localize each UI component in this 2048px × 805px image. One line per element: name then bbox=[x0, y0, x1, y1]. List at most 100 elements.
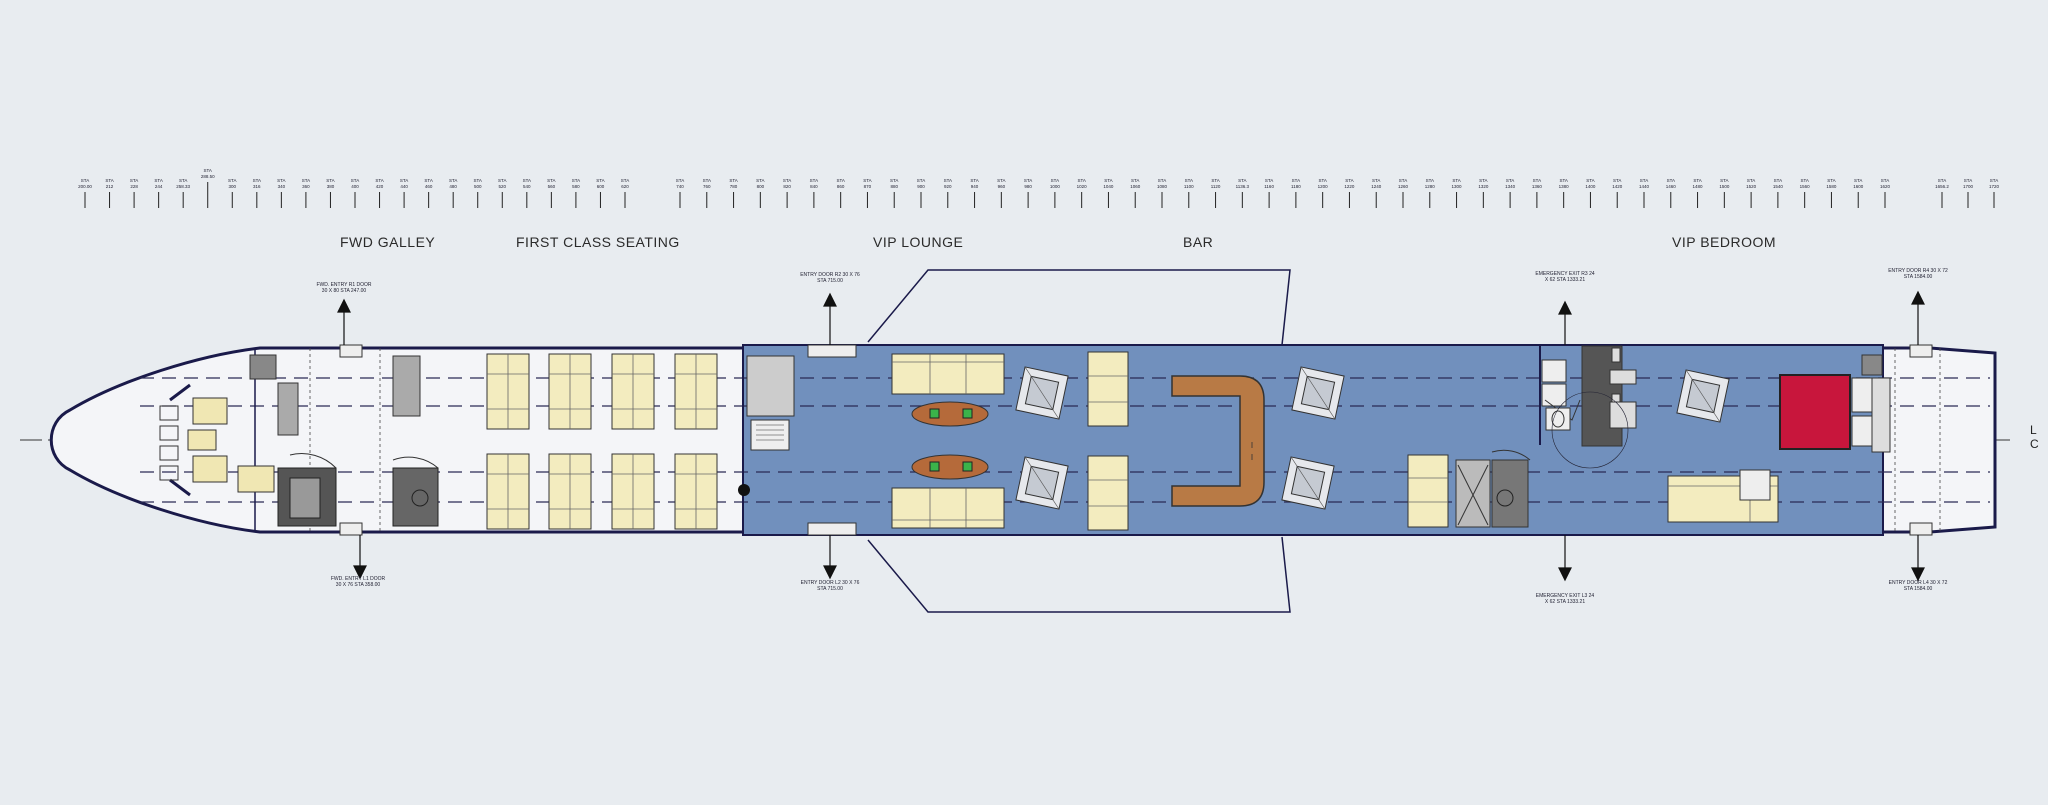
door-arrows bbox=[337, 290, 1925, 582]
aft-lavatory bbox=[1455, 459, 1491, 528]
zone-label-fwd-galley: FWD GALLEY bbox=[340, 234, 436, 250]
door-note-entry-l2: ENTRY DOOR L2 30 X 76 STA 715.00 bbox=[800, 580, 860, 592]
lounge-chairs bbox=[1015, 351, 1730, 531]
first-class-seats bbox=[486, 353, 718, 530]
club-chair bbox=[1291, 366, 1345, 420]
door-note-entry-r2: ENTRY DOOR R2 30 X 76 STA 715.00 bbox=[800, 272, 860, 284]
door-note-emer-l3: EMERGENCY EXIT L3 24 X 62 STA 1333.21 bbox=[1535, 593, 1595, 605]
pilot-seat bbox=[192, 397, 228, 425]
lounge-single-seat bbox=[1087, 351, 1129, 427]
first-class-seat-pair bbox=[611, 453, 655, 530]
partition-post bbox=[738, 484, 750, 496]
door-r4 bbox=[1909, 344, 1933, 358]
fwd-door-r1 bbox=[339, 344, 363, 358]
first-class-seat-pair bbox=[674, 453, 718, 530]
club-chair bbox=[1281, 456, 1335, 510]
door-note-emer-r3: EMERGENCY EXIT R3 24 X 62 STA 1333.21 bbox=[1535, 271, 1595, 283]
lounge-cabinet bbox=[746, 355, 795, 417]
centerline-label-bottom: C bbox=[2030, 437, 2039, 451]
door-r2 bbox=[807, 344, 857, 358]
first-class-seat-pair bbox=[674, 353, 718, 430]
lounge-table-upper bbox=[911, 401, 989, 427]
first-class-seat-pair bbox=[548, 353, 592, 430]
cockpit-console bbox=[249, 354, 277, 380]
divan-upper bbox=[891, 353, 1005, 395]
door-note-entry-r4: ENTRY DOOR R4 30 X 72 STA 1584.00 bbox=[1888, 268, 1948, 280]
club-chair bbox=[1676, 369, 1730, 423]
first-class-seat-pair bbox=[486, 453, 530, 530]
zone-label-vip-lounge: VIP LOUNGE bbox=[873, 234, 964, 250]
aft-section bbox=[1407, 344, 1933, 536]
cockpit bbox=[159, 348, 277, 532]
vip-bed bbox=[1779, 374, 1851, 450]
door-note-entry-l4: ENTRY DOOR L4 30 X 72 STA 1584.00 bbox=[1888, 580, 1948, 592]
fwd-door-l1 bbox=[339, 522, 363, 536]
first-class-seat-pair bbox=[486, 353, 530, 430]
wing-outline bbox=[867, 269, 1291, 613]
fwd-galley bbox=[277, 344, 439, 536]
wing-center-line bbox=[1090, 269, 1290, 613]
divan-lower bbox=[891, 487, 1005, 529]
lounge-single-seat bbox=[1087, 455, 1129, 531]
door-l2 bbox=[807, 522, 857, 536]
zone-label-bar: BAR bbox=[1183, 234, 1214, 250]
observer-seat bbox=[237, 465, 275, 493]
jump-seat bbox=[187, 429, 217, 451]
